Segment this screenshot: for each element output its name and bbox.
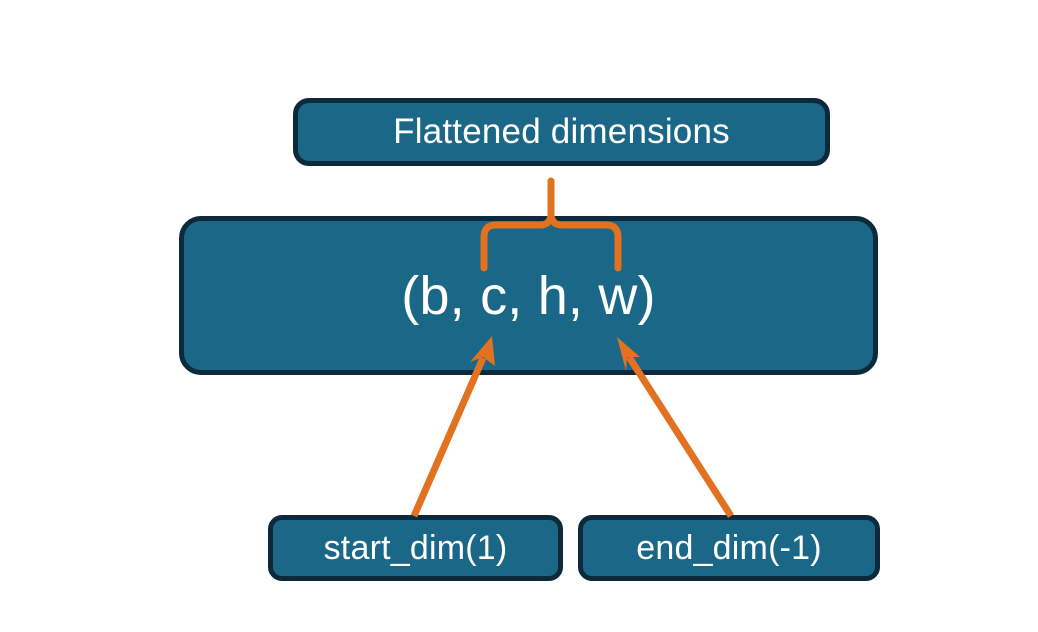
end-dim-box: end_dim(-1) bbox=[578, 515, 880, 581]
start-dim-label: start_dim(1) bbox=[323, 528, 508, 567]
flattened-dimensions-label: Flattened dimensions bbox=[393, 112, 730, 151]
tensor-shape-label: (b, c, h, w) bbox=[401, 266, 656, 326]
flattened-dimensions-box: Flattened dimensions bbox=[293, 98, 830, 166]
start-dim-box: start_dim(1) bbox=[268, 515, 563, 581]
end-dim-label: end_dim(-1) bbox=[636, 528, 822, 567]
tensor-shape-box: (b, c, h, w) bbox=[179, 216, 878, 375]
